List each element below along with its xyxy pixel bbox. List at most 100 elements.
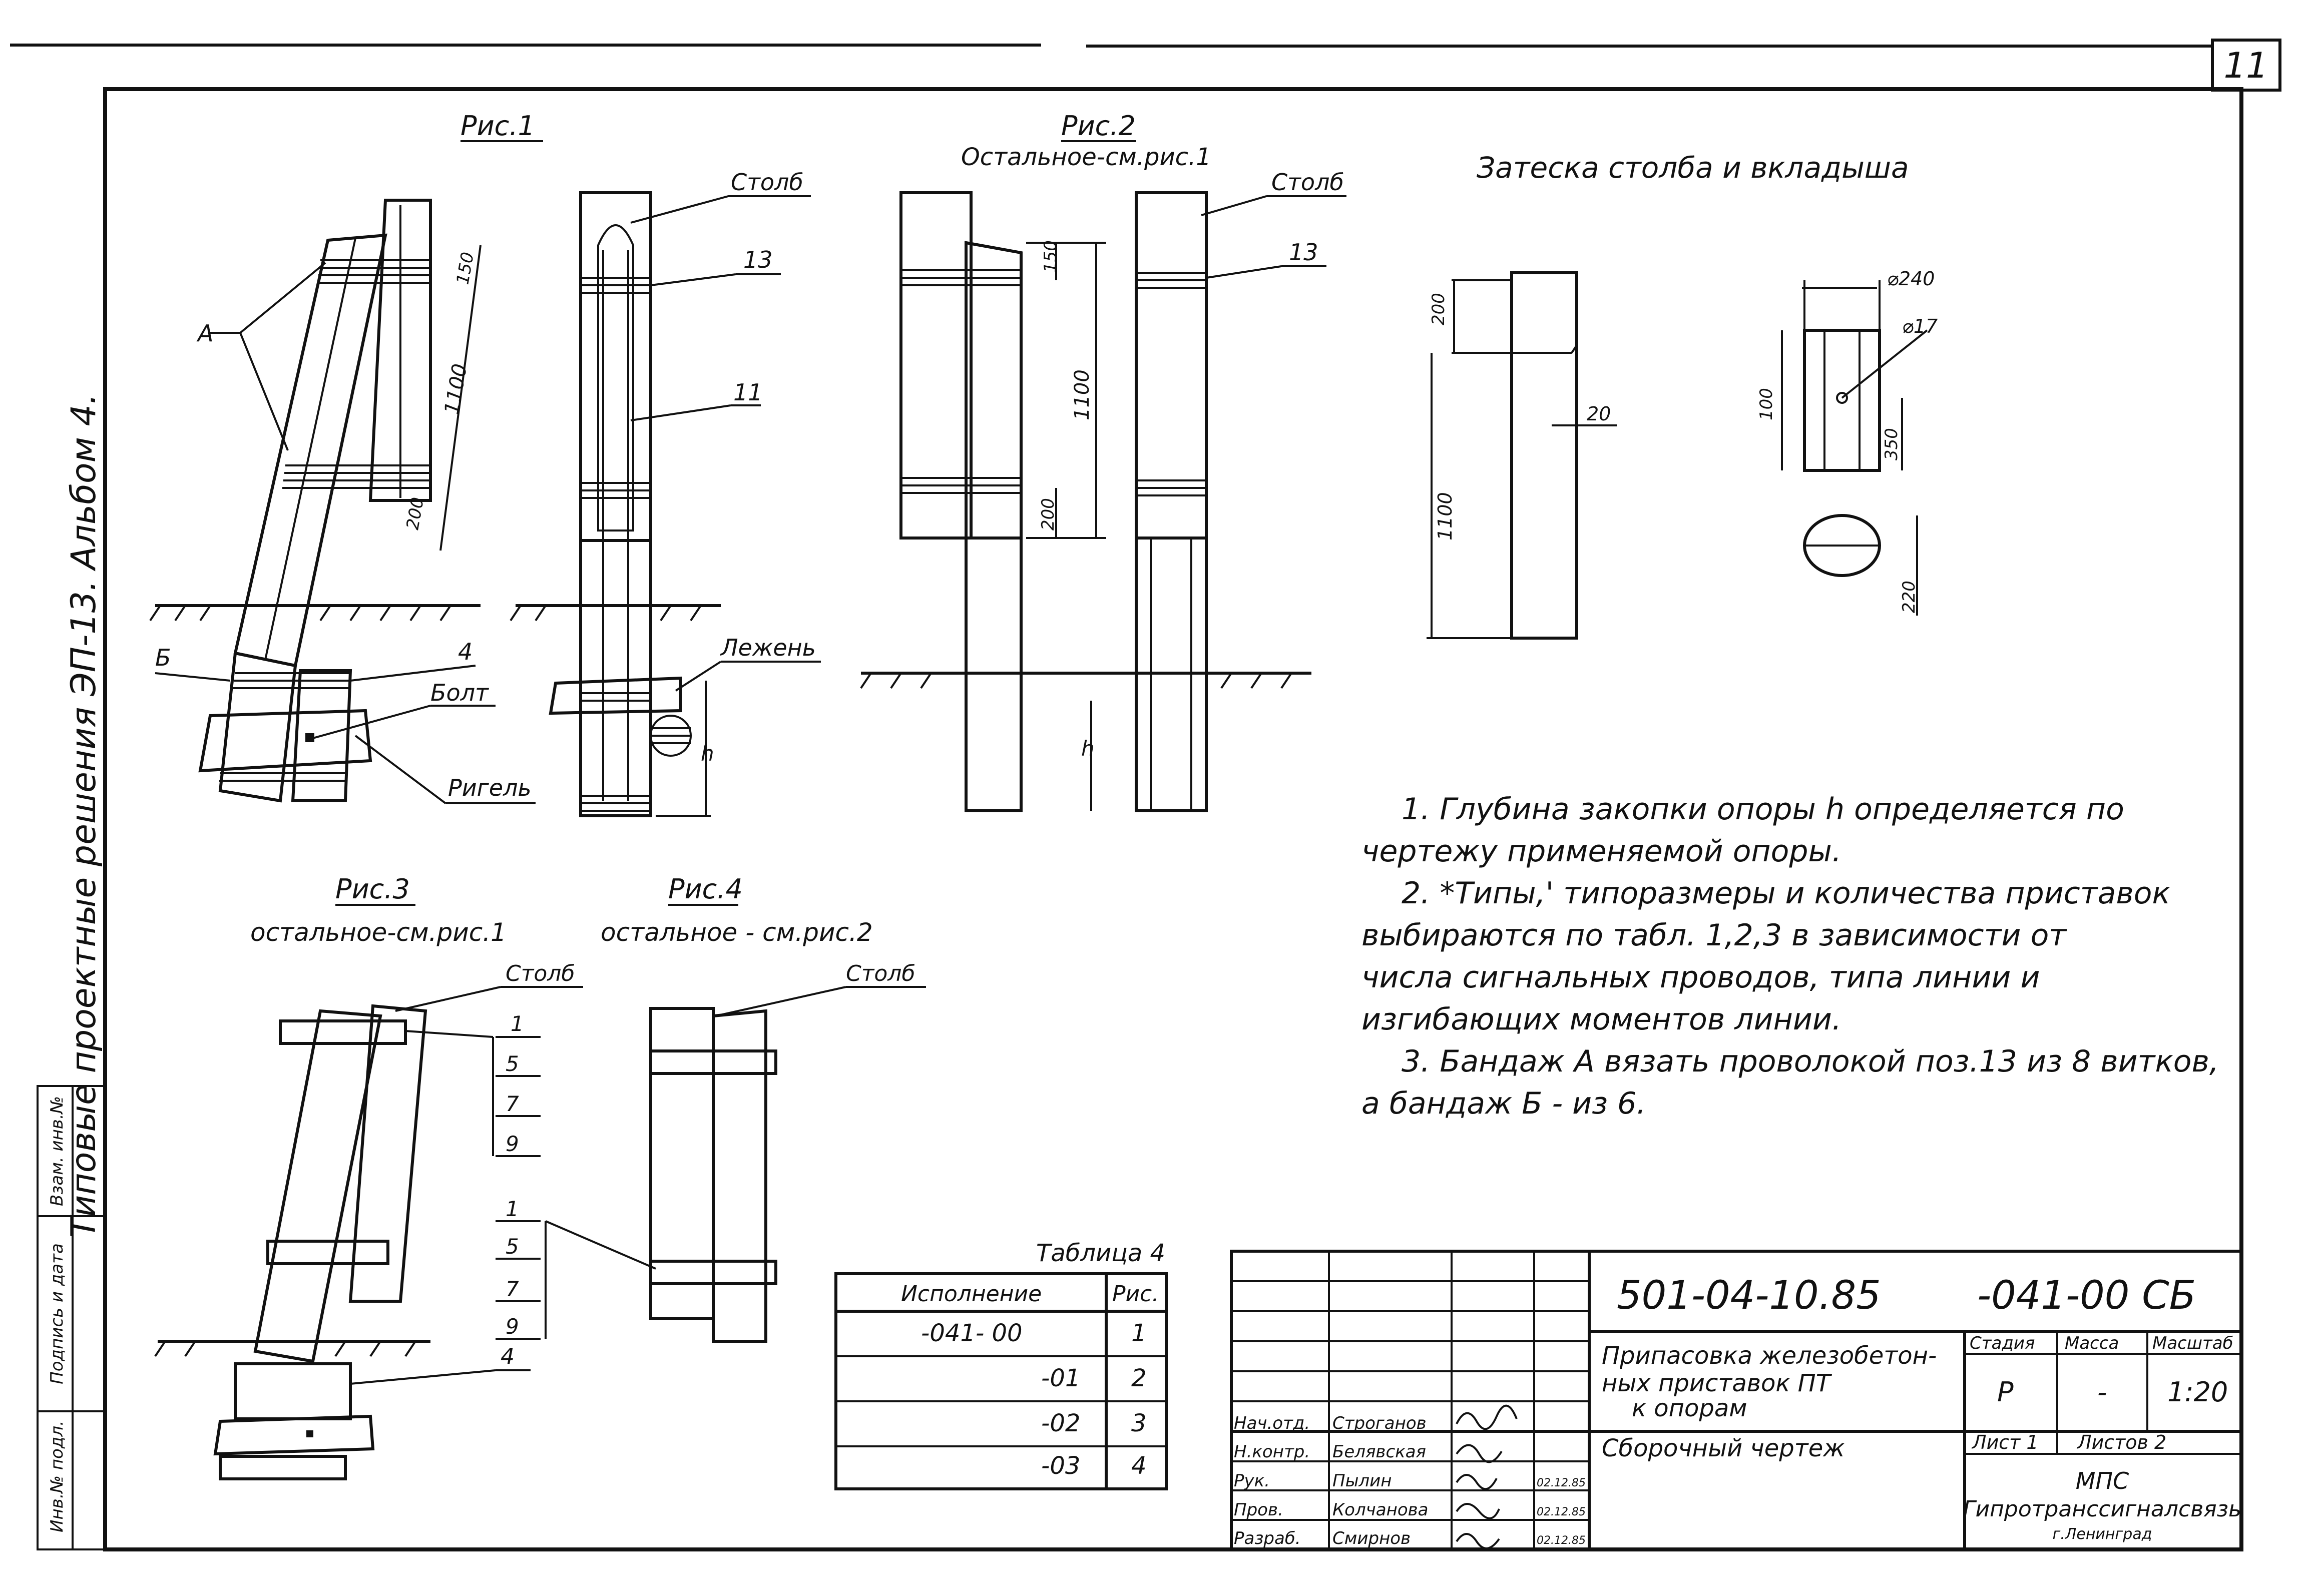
stamp-inv-label: Инв.№ подл. — [47, 1420, 67, 1532]
fig1-rigel — [198, 709, 372, 773]
org-1: МПС — [2076, 1467, 2129, 1494]
fig1-rigel-label: Ригель — [448, 774, 532, 801]
zateska-dim-100: 100 — [1756, 388, 1776, 420]
org-city: г.Ленинград — [2053, 1525, 2152, 1543]
doc-type: Сборочный чертеж — [1602, 1434, 1845, 1462]
role-0: Нач.отд. — [1234, 1413, 1310, 1433]
fig3-pos5: 5 — [506, 1051, 519, 1076]
fig1-dim-1100: 1100 — [440, 362, 472, 416]
doc-number: 501-04-10.85 — [1617, 1273, 1881, 1318]
note-line-7: 3. Бандаж А вязать проволокой поз.13 из … — [1402, 1044, 2219, 1079]
zateska-dim-20: 20 — [1587, 403, 1611, 425]
zateska-dim-200: 200 — [1429, 293, 1449, 325]
figure-2: Рис.2 Остальное-см.рис.1 150 1100 200 h … — [860, 110, 1346, 812]
table4-row3-variant: -02 — [1041, 1409, 1080, 1437]
table4-header-variant: Исполнение — [901, 1281, 1042, 1307]
zateska-dim-350: 350 — [1882, 428, 1902, 460]
fig1-dim-150: 150 — [452, 251, 478, 286]
val-scale: 1:20 — [2167, 1376, 2228, 1408]
fig3-pos7: 7 — [506, 1092, 519, 1116]
doc-code: -041-00 СБ — [1977, 1273, 2196, 1318]
name-4: Смирнов — [1332, 1528, 1411, 1548]
fig2-dim-h: h — [1081, 736, 1095, 761]
fig1-prefab — [368, 199, 432, 502]
table4-header-fig: Рис. — [1112, 1281, 1159, 1307]
fig2-title: Рис.2 — [1061, 110, 1136, 142]
name-0: Строганов — [1332, 1413, 1427, 1433]
org-2: Гипротранссигналсвязь — [1963, 1496, 2241, 1522]
figure-4: Рис.4 остальное - см.рис.2 Столб 1 5 7 9 — [496, 873, 926, 1343]
drawing-frame — [103, 87, 2243, 1551]
mid-pos13: 13 — [743, 246, 773, 273]
page-number-box — [2211, 39, 2281, 92]
role-3: Пров. — [1234, 1500, 1283, 1520]
zateska-title: Затеска столба и вкладыша — [1477, 151, 1909, 185]
fig4-pos1: 1 — [506, 1197, 519, 1221]
mid-lezhen-label: Лежень — [720, 634, 816, 661]
role-1: Н.контр. — [1234, 1442, 1310, 1462]
signature-2 — [1456, 1474, 1498, 1490]
zateska-dim-17: ⌀17 — [1902, 315, 1938, 337]
fig1-label-b: Б — [155, 644, 171, 671]
hdr-stage: Стадия — [1970, 1333, 2035, 1353]
fig4-stolb-label: Столб — [846, 961, 915, 986]
mid-pos11: 11 — [733, 379, 763, 406]
figure-1: Рис.1 А Б 4 Болт Ригель — [149, 110, 543, 804]
fig1-title: Рис.1 — [460, 110, 535, 142]
fig2-dim-1100: 1100 — [1071, 369, 1094, 420]
table4-row2-variant: -01 — [1041, 1364, 1080, 1392]
note-line-2: чертежу применяемой опоры. — [1361, 834, 1841, 869]
note-line-5: числа сигнальных проводов, типа линии и — [1361, 960, 2040, 995]
table-4: Таблица 4 Исполнение Рис. -041- 00 1 -01… — [834, 1239, 1168, 1490]
figure-3: Рис.3 остальное-см.рис.1 Столб 1 5 7 9 4 — [154, 873, 583, 1480]
page-number: 11 — [2223, 45, 2268, 86]
title-line-2: ных приставок ПТ — [1602, 1369, 1832, 1397]
zateska-dim-240: ⌀240 — [1887, 268, 1935, 290]
note-line-3: 2. *Типы,' типоразмеры и количества прис… — [1402, 876, 2170, 911]
fig3-pos1: 1 — [511, 1011, 524, 1036]
note-line-8: а бандаж Б - из 6. — [1361, 1086, 1646, 1121]
hdr-mass: Масса — [2065, 1333, 2119, 1353]
table4-row2-fig: 2 — [1131, 1364, 1147, 1392]
fig2-stolb-label: Столб — [1271, 169, 1344, 196]
fig4-pos7: 7 — [506, 1277, 519, 1301]
name-3: Колчанова — [1332, 1500, 1429, 1520]
fig1-pos4: 4 — [458, 638, 473, 665]
fig2-dim-150: 150 — [1041, 240, 1061, 273]
name-2: Пылин — [1332, 1471, 1392, 1491]
date-3: 02.12.85 — [1537, 1506, 1586, 1518]
mid-dim-h: h — [701, 741, 714, 766]
table4-row3-fig: 3 — [1131, 1409, 1147, 1437]
mid-post — [579, 191, 652, 542]
signature-3 — [1456, 1503, 1500, 1519]
val-stage: Р — [1997, 1376, 2014, 1408]
table4-title: Таблица 4 — [1036, 1239, 1165, 1267]
figure-middle: h Столб 13 11 Лежень — [510, 169, 821, 817]
fig4-pos5: 5 — [506, 1234, 519, 1259]
side-title: Типовые проектные решения ЭП-13. Альбом … — [64, 394, 104, 1238]
fig3-stolb-label: Столб — [506, 961, 575, 986]
signature-0 — [1456, 1404, 1518, 1430]
table4-row1-variant: -041- 00 — [921, 1319, 1023, 1347]
sheets-total: Листов 2 — [2076, 1431, 2166, 1453]
hdr-scale: Масштаб — [2152, 1333, 2233, 1353]
date-2: 02.12.85 — [1537, 1477, 1586, 1489]
note-line-4: выбираются по табл. 1,2,3 в зависимости … — [1361, 918, 2067, 953]
signature-4 — [1456, 1533, 1500, 1549]
fig2-dim-200: 200 — [1038, 498, 1058, 530]
title-block: 501-04-10.85 -041-00 СБ Припасовка желез… — [1230, 1250, 2243, 1551]
fig4-subtitle: остальное - см.рис.2 — [601, 918, 873, 947]
fig4-title: Рис.4 — [668, 873, 743, 905]
fig2-subtitle: Остальное-см.рис.1 — [961, 143, 1211, 171]
note-line-6: изгибающих моментов линии. — [1361, 1002, 1841, 1037]
title-line-3: к опорам — [1632, 1394, 1747, 1422]
sheet-no: Лист 1 — [1971, 1431, 2039, 1453]
name-1: Белявская — [1332, 1442, 1426, 1462]
stamp-sign-label: Подпись и дата — [47, 1243, 67, 1384]
table4-row4-variant: -03 — [1041, 1452, 1080, 1480]
fig1-bolt-label: Болт — [430, 679, 489, 706]
table4-row1-fig: 1 — [1131, 1319, 1147, 1347]
title-line-1: Припасовка железобетон- — [1602, 1342, 1937, 1370]
note-line-1: 1. Глубина закопки опоры h определяется … — [1402, 792, 2124, 827]
